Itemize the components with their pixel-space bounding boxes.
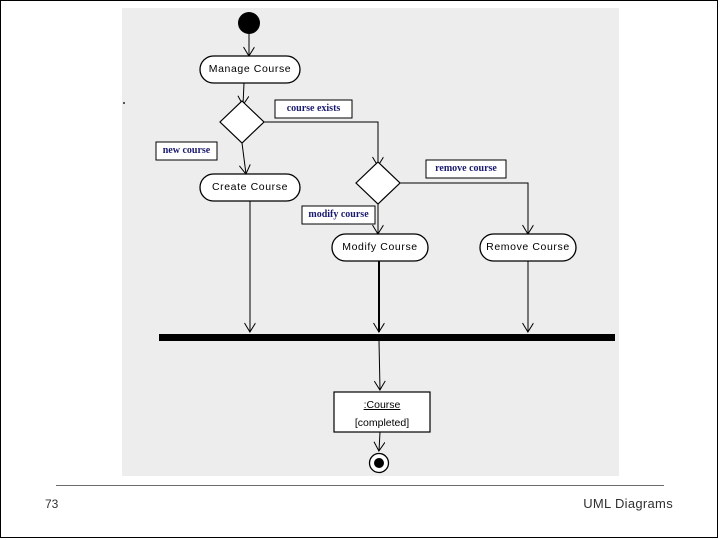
guard-label-course-exists: course exists (286, 103, 341, 114)
footer-divider (56, 485, 664, 486)
activity-label-create-course: Create Course (211, 181, 289, 193)
guard-label-modify-course: modify course (308, 209, 369, 220)
activity-label-manage-course: Manage Course (208, 63, 292, 75)
object-node-title: :Course (363, 399, 401, 411)
activity-label-remove-course: Remove Course (486, 241, 570, 253)
guard-label-new-course: new course (162, 145, 211, 156)
activity-label-modify-course: Modify Course (342, 241, 418, 253)
footer-title: UML Diagrams (583, 496, 673, 511)
canvas-speck (123, 102, 125, 104)
object-node-state: [completed] (354, 417, 410, 429)
guard-label-remove-course: remove course (435, 163, 497, 174)
footer-page-number: 73 (45, 497, 59, 511)
